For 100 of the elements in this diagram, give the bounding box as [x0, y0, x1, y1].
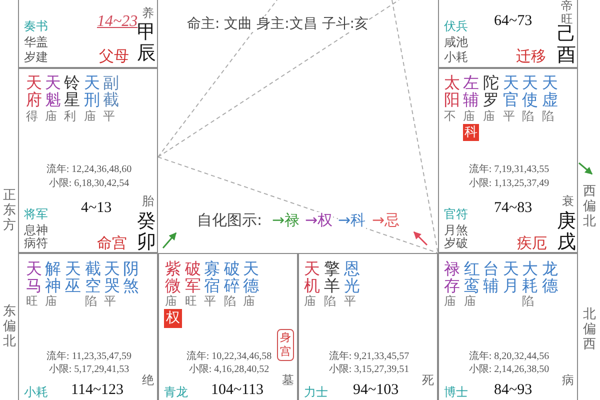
age-range: 114~123 [71, 382, 124, 400]
year-list: 流年: 10,22,34,46,58 [186, 351, 272, 362]
minor-star-label: 月煞 [444, 224, 468, 237]
year-list: 流年: 7,19,31,43,55 [468, 164, 550, 176]
star-name: 天官 [503, 74, 519, 108]
transform-label: →科 [338, 212, 366, 230]
star-name: 寡宿 [204, 260, 220, 294]
stage-label: 病 [562, 374, 574, 387]
stem-branch: 己酉 [557, 24, 576, 66]
stem-branch: 庚戌 [557, 211, 576, 253]
deity-label: 将军 [24, 208, 48, 222]
palace-cell [158, 253, 298, 400]
star-name: 紫微 [165, 260, 181, 294]
brightness-label: 庙 [45, 295, 57, 309]
star-name: 破碎 [224, 260, 240, 294]
stage-label: 墓 [282, 374, 294, 387]
minor-star-label: 息神 [24, 224, 48, 237]
connector-line [392, 0, 438, 254]
year-list: 小限: 1,13,25,37,49 [468, 178, 550, 190]
header-text: 命主: 文曲 身主:文昌 子斗:亥 [187, 16, 369, 32]
star-name: 左辅 [463, 74, 479, 108]
transform-badge: 权 [164, 309, 182, 328]
palace-name: 父母 [99, 48, 129, 66]
brightness-label: 平 [344, 295, 356, 309]
stage-label: 衰 [562, 195, 574, 208]
star-name: 台辅 [483, 260, 499, 294]
direction-label: 正东方 [3, 188, 16, 233]
brightness-label: 平 [503, 110, 515, 124]
brightness-label: 陷 [85, 295, 97, 309]
star-name: 截空 [85, 260, 101, 294]
brightness-label: 陷 [522, 295, 534, 309]
brightness-label: 庙 [45, 110, 57, 124]
minor-star-label: 岁破 [444, 237, 468, 251]
stage-label: 帝旺 [561, 0, 573, 26]
deity-label: 力士 [304, 386, 328, 400]
year-list: 流年: 9,21,33,45,57 [328, 351, 410, 362]
star-name: 解神 [45, 260, 61, 294]
transform-label: →禄 [272, 212, 300, 230]
brightness-label: 庙 [84, 110, 96, 124]
palace-name: 迁移 [516, 48, 546, 66]
star-name: 天使 [522, 74, 538, 108]
palace-cell [438, 68, 578, 253]
age-range: 84~93 [494, 382, 532, 400]
star-name: 天刑 [84, 74, 100, 108]
star-name: 天府 [26, 74, 42, 108]
deity-label: 小耗 [24, 386, 48, 400]
star-name: 太阳 [444, 74, 460, 108]
palace-cell [438, 253, 578, 400]
star-name: 天虚 [542, 74, 558, 108]
year-list: 小限: 3,15,27,39,51 [328, 364, 410, 376]
palace-cell [18, 0, 158, 68]
star-name: 天月 [503, 260, 519, 294]
stage-label: 死 [422, 374, 434, 387]
year-list: 小限: 5,17,29,41,53 [48, 364, 130, 376]
brightness-label: 庙 [464, 295, 476, 309]
brightness-label: 庙 [304, 295, 316, 309]
brightness-label: 庙 [444, 295, 456, 309]
brightness-label: 利 [64, 110, 76, 124]
age-range: 64~73 [494, 13, 532, 30]
age-range: 74~83 [494, 200, 532, 218]
year-list: 小限: 2,14,26,38,50 [468, 364, 550, 376]
direction-label: 东偏北 [3, 304, 16, 349]
brightness-label: 庙 [243, 295, 255, 309]
year-list: 小限: 4,16,28,40,52 [188, 364, 270, 376]
year-list: 流年: 11,23,35,47,59 [46, 351, 132, 362]
age-range: 4~13 [81, 200, 112, 218]
star-name: 天机 [304, 260, 320, 294]
brightness-label: 庙 [165, 295, 177, 309]
palace-cell [298, 253, 438, 400]
brightness-label: 平 [103, 110, 115, 124]
connector-line [158, 0, 400, 158]
year-list: 小限: 6,18,30,42,54 [48, 178, 130, 190]
minor-star-label: 病符 [24, 237, 48, 251]
brightness-label: 平 [104, 295, 116, 309]
star-name: 天德 [243, 260, 259, 294]
star-name: 铃星 [64, 74, 80, 108]
stage-label: 绝 [142, 374, 154, 387]
transform-label: →权 [305, 212, 333, 230]
direction-label: 西偏北 [583, 184, 596, 229]
star-name: 天马 [26, 260, 42, 294]
legend-text: 自化图示: [197, 212, 262, 230]
palace-name: 疾厄 [517, 235, 547, 252]
palace-cell [438, 0, 578, 68]
brightness-label: 旺 [26, 295, 38, 309]
star-name: 陀罗 [483, 74, 499, 108]
star-name: 天魁 [45, 74, 61, 108]
brightness-label: 不 [444, 110, 456, 124]
year-list: 流年: 12,24,36,48,60 [46, 164, 132, 176]
deity-label: 青龙 [164, 386, 188, 400]
star-name: 龙德 [542, 260, 558, 294]
deity-label: 奏书 [24, 20, 48, 34]
minor-star-label: 小耗 [444, 51, 468, 65]
minor-star-label: 咸池 [444, 36, 468, 50]
minor-star-label: 华盖 [24, 36, 48, 50]
brightness-label: 平 [204, 295, 216, 309]
brightness-label: 庙 [463, 110, 475, 124]
direction-label: 北偏西 [583, 307, 596, 352]
brightness-label: 旺 [185, 295, 197, 309]
star-name: 大耗 [522, 260, 538, 294]
star-name: 禄存 [444, 260, 460, 294]
